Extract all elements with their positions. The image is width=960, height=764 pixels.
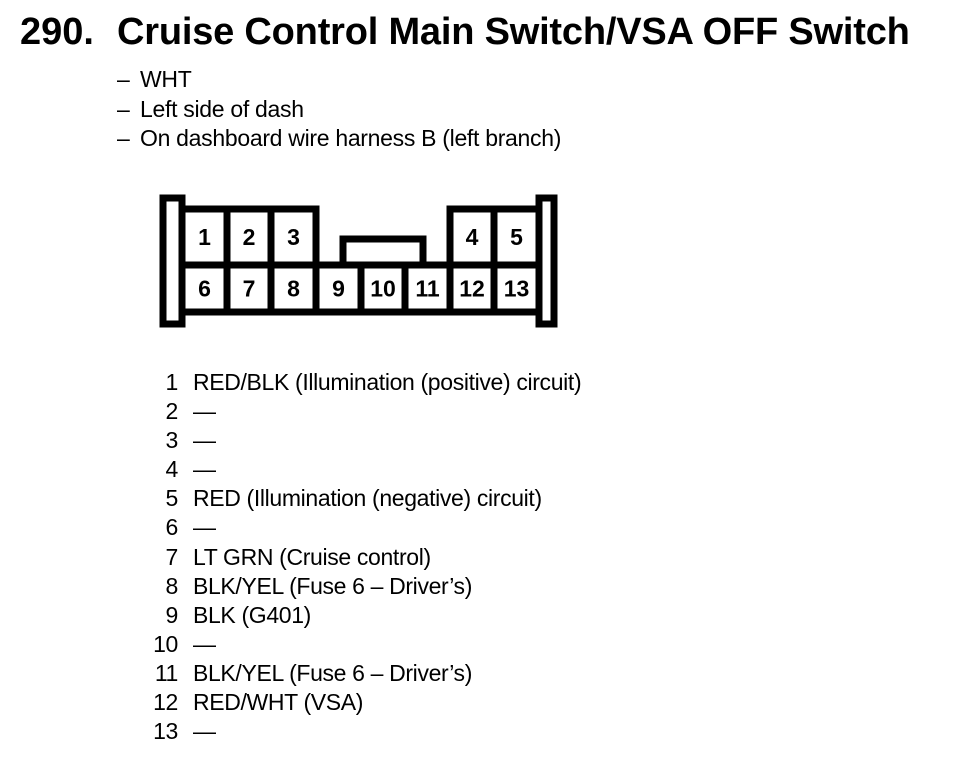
pin-description: LT GRN (Cruise control) [193, 543, 431, 570]
pinout-row: 4 — [132, 455, 581, 484]
pinout-row: 11 BLK/YEL (Fuse 6 – Driver’s) [132, 659, 581, 688]
dash-bullet: – [117, 125, 130, 151]
pin-number: 10 [153, 630, 178, 657]
pinout-row: 5 RED (Illumination (negative) circuit) [132, 484, 581, 513]
pin-description: — [193, 718, 216, 745]
connector-pin-13: 13 [504, 276, 530, 302]
pin-number: 9 [165, 601, 179, 628]
pinout-row: 2 — [132, 397, 581, 426]
pin-description: BLK/YEL (Fuse 6 – Driver’s) [193, 659, 473, 686]
note-item: – On dashboard wire harness B (left bran… [117, 124, 561, 154]
pin-description: BLK (G401) [193, 601, 311, 628]
pin-description: — [193, 630, 216, 657]
connector-grid-lines [178, 198, 543, 324]
pin-description: — [193, 456, 216, 483]
note-text: Left side of dash [140, 95, 304, 122]
connector-pin-10: 10 [370, 276, 396, 302]
connector-pin-8: 8 [287, 276, 300, 302]
connector-pin-4: 4 [466, 224, 479, 250]
pin-number: 2 [165, 398, 179, 425]
pinout-row: 3 — [132, 426, 581, 455]
pin-description: — [193, 398, 216, 425]
connector-pin-12: 12 [459, 276, 485, 302]
note-item: – Left side of dash [117, 95, 561, 125]
connector-pin-2: 2 [243, 224, 256, 250]
pin-number: 8 [165, 572, 179, 599]
pinout-row: 8 BLK/YEL (Fuse 6 – Driver’s) [132, 572, 581, 601]
pin-number: 12 [153, 689, 178, 716]
note-text: On dashboard wire harness B (left branch… [140, 125, 562, 151]
pin-number: 1 [165, 369, 179, 395]
pin-description: RED (Illumination (negative) circuit) [193, 485, 542, 512]
section-number: 290. [20, 11, 94, 53]
pin-number: 5 [165, 485, 179, 512]
connector-pin-7: 7 [243, 276, 256, 302]
pinout-row: 6 — [132, 513, 581, 542]
pinout-row: 9 BLK (G401) [132, 601, 581, 630]
connector-pin-1: 1 [198, 224, 211, 250]
page-title: Cruise Control Main Switch/VSA OFF Switc… [117, 11, 910, 53]
connector-notes: – WHT – Left side of dash – On dashboard… [117, 65, 561, 154]
pinout-row: 10 — [132, 630, 581, 659]
dash-bullet: – [117, 95, 130, 122]
connector-pin-6: 6 [198, 276, 211, 302]
pin-description: — [193, 514, 216, 541]
pinout-row: 7 LT GRN (Cruise control) [132, 543, 581, 572]
connector-pin-11: 11 [415, 276, 440, 302]
note-text: WHT [140, 66, 192, 92]
pin-number: 3 [165, 427, 179, 454]
pinout-row: 12 RED/WHT (VSA) [132, 688, 581, 717]
pin-number: 6 [165, 514, 179, 541]
connector-outline [159, 194, 558, 328]
pin-description: BLK/YEL (Fuse 6 – Driver’s) [193, 572, 473, 599]
section-header: 290. Cruise Control Main Switch/VSA OFF … [20, 11, 910, 54]
note-item: – WHT [117, 65, 561, 95]
pin-number: 13 [153, 718, 178, 745]
dash-bullet: – [117, 66, 130, 92]
pin-description: RED/WHT (VSA) [193, 689, 364, 716]
pin-number: 4 [165, 456, 179, 483]
connector-pin-5: 5 [510, 224, 523, 250]
pin-description: — [193, 427, 216, 454]
pin-description: RED/BLK (Illumination (positive) circuit… [193, 369, 582, 395]
pinout-list: 1 RED/BLK (Illumination (positive) circu… [132, 368, 582, 746]
pin-number: 7 [165, 543, 179, 570]
connector-pin-9: 9 [332, 276, 345, 302]
pinout-row: 13 — [132, 717, 581, 746]
pin-number: 11 [154, 659, 179, 686]
pinout-row: 1 RED/BLK (Illumination (positive) circu… [132, 368, 582, 397]
connector-pin-3: 3 [287, 224, 300, 250]
